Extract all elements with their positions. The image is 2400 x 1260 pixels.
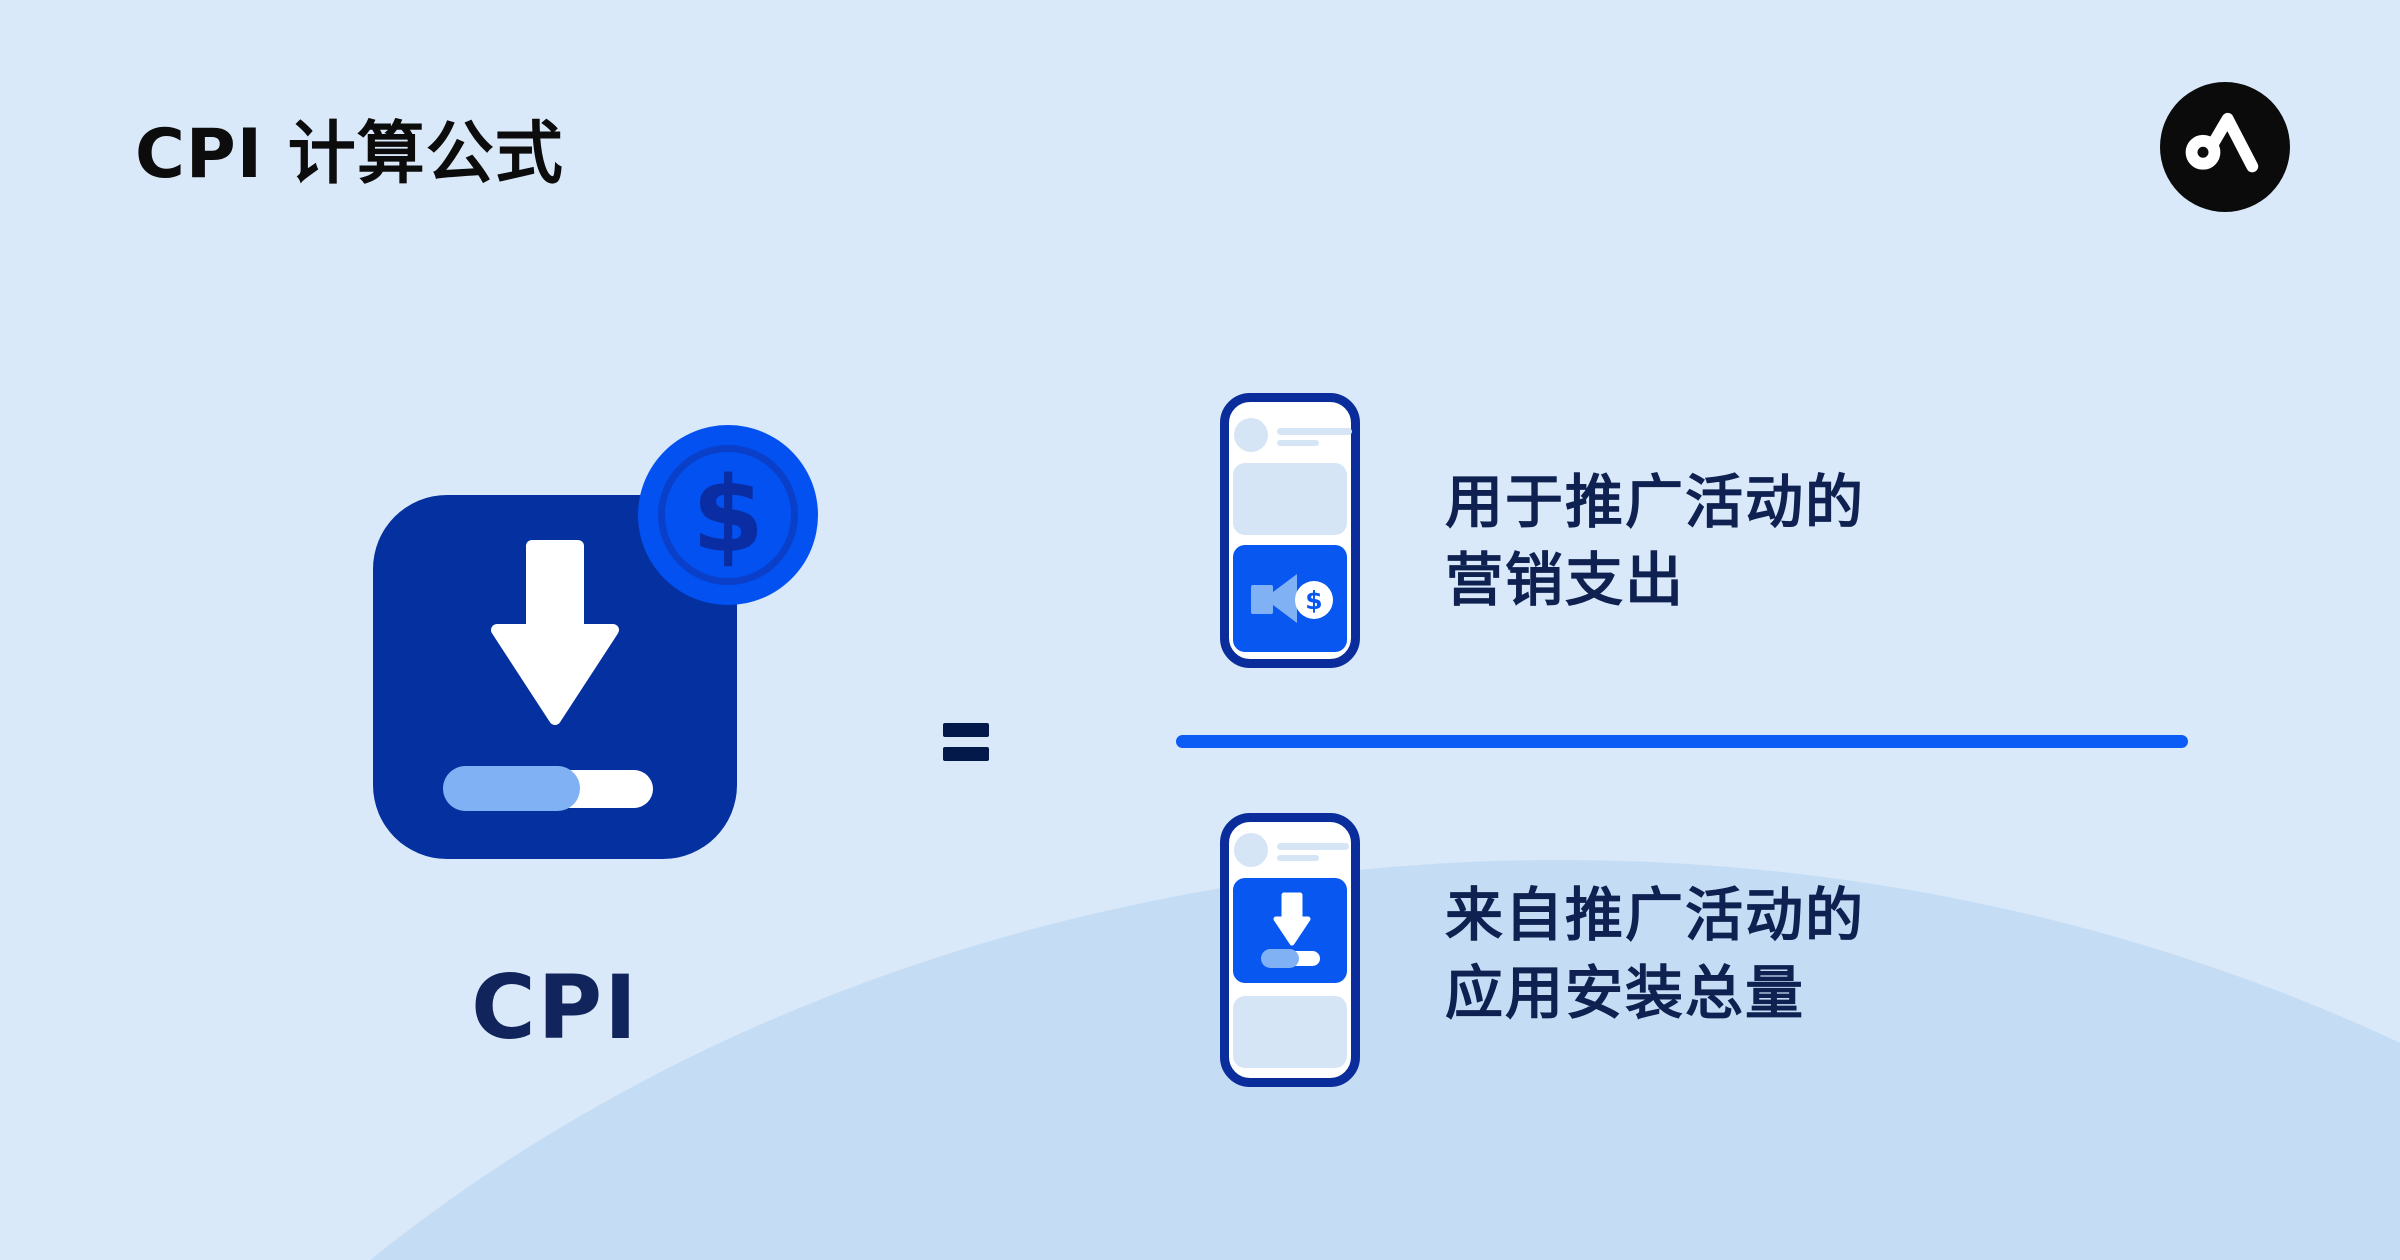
denominator-line-2: 应用安装总量: [1445, 959, 1806, 1027]
install-phone-icon: [1220, 813, 1360, 1087]
numerator-line-2: 营销支出: [1445, 546, 1686, 614]
ad-banner-tile: $: [1233, 545, 1347, 652]
content-placeholder: [1233, 463, 1347, 535]
progress-bar-fill: [443, 766, 580, 811]
ad-dollar-coin-icon: $: [1295, 581, 1333, 619]
dollar-symbol: $: [691, 454, 765, 576]
mini-progress-fill: [1261, 949, 1299, 968]
numerator-text: 用于推广活动的 营销支出: [1445, 463, 1865, 619]
avatar-placeholder: [1234, 418, 1268, 452]
install-tile: [1233, 878, 1347, 983]
adjust-logo: [2160, 82, 2290, 212]
equals-top-bar: [943, 723, 989, 737]
text-line-placeholder: [1277, 428, 1352, 435]
fraction-divider-line: [1176, 735, 2188, 748]
ad-phone-icon: $: [1220, 393, 1360, 668]
text-line-placeholder: [1277, 440, 1319, 446]
cpi-result-label: CPI: [471, 956, 639, 1059]
denominator-line-1: 来自推广活动的: [1445, 881, 1866, 949]
mini-download-arrow-icon: [1273, 892, 1311, 946]
numerator-line-1: 用于推广活动的: [1445, 468, 1866, 536]
content-placeholder: [1233, 996, 1347, 1068]
adjust-logo-icon: [2185, 112, 2259, 173]
megaphone-icon: [1251, 574, 1297, 623]
denominator-text: 来自推广活动的 应用安装总量: [1445, 876, 1865, 1032]
text-line-placeholder: [1277, 855, 1319, 861]
background-curve-shape: [0, 860, 2400, 1260]
page-title: CPI 计算公式: [135, 115, 564, 194]
equals-bottom-bar: [943, 747, 989, 761]
ad-dollar-symbol: $: [1305, 585, 1323, 615]
avatar-placeholder: [1234, 833, 1268, 867]
coin-ring: [658, 445, 798, 585]
download-arrow-icon: [491, 540, 619, 725]
text-line-placeholder: [1277, 843, 1349, 850]
dollar-coin-icon: $: [638, 425, 818, 605]
